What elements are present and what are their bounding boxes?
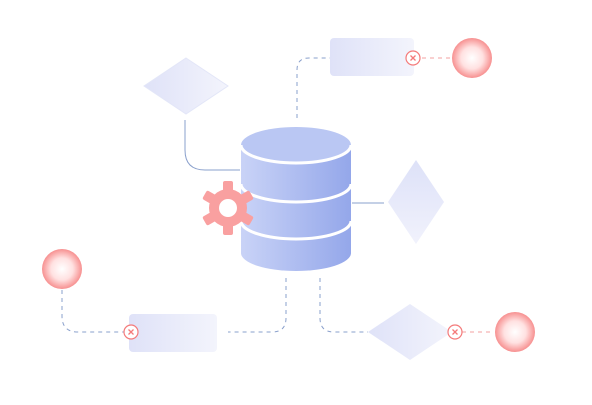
gear-icon xyxy=(202,181,254,235)
diamond-node xyxy=(143,57,229,115)
close-icon xyxy=(123,324,139,340)
circle-node xyxy=(42,249,82,289)
connector-line xyxy=(228,278,287,333)
diamond-node xyxy=(368,304,452,360)
rect-node xyxy=(129,314,217,352)
connector-line xyxy=(296,57,330,118)
close-icon xyxy=(405,50,421,66)
rect-node xyxy=(330,38,414,76)
database-icon xyxy=(239,127,353,271)
circle-node xyxy=(452,38,492,78)
connector-line xyxy=(61,290,124,333)
connector-lines xyxy=(61,57,494,333)
close-icon xyxy=(447,324,463,340)
connector-line xyxy=(319,278,368,333)
diamond-node xyxy=(388,160,444,244)
connector-line xyxy=(184,120,240,171)
circle-node xyxy=(495,312,535,352)
